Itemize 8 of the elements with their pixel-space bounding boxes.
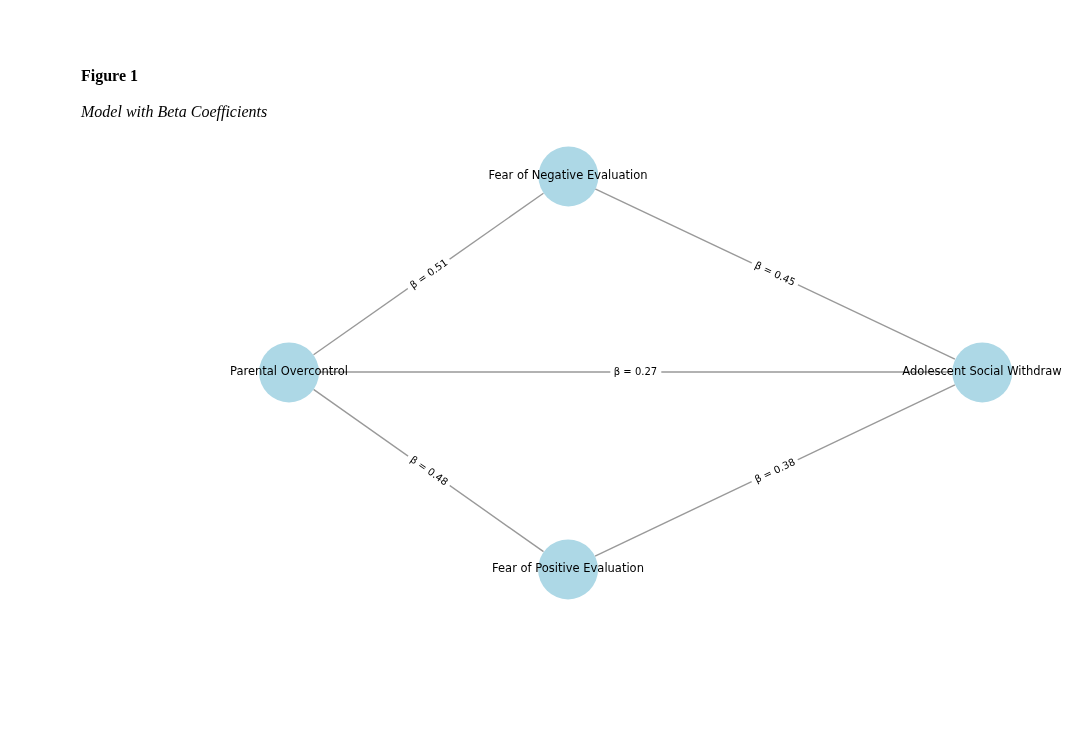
- figure-title: Figure 1: [81, 66, 139, 87]
- node-label: Fear of Negative Evaluation: [488, 167, 648, 185]
- connector-line: [318, 371, 953, 373]
- node-label: Parental Overcontrol: [230, 363, 348, 381]
- edge-label: β = 0.27: [609, 366, 662, 378]
- node-label: Fear of Positive Evaluation: [492, 560, 644, 578]
- figure-caption: Model with Beta Coefficients: [81, 102, 268, 123]
- node-label: Adolescent Social Withdraw: [902, 363, 1062, 381]
